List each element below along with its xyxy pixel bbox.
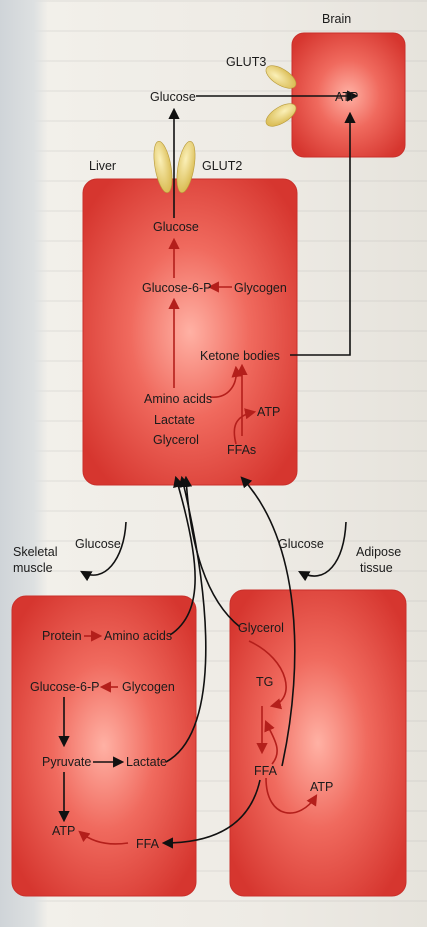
- lactate-to-liver-arrow: [165, 475, 207, 763]
- muscle-glucose6p-label: Glucose-6-P: [30, 680, 99, 694]
- glycerol-to-liver-arrow: [180, 475, 241, 628]
- muscle-lactate-label: Lactate: [126, 755, 167, 769]
- liver-amino-acids-label: Amino acids: [144, 392, 212, 406]
- glut2-transporter-icon: [153, 141, 196, 193]
- muscle-glucose-in-label: Glucose: [75, 537, 121, 551]
- liver-ketone-bodies-label: Ketone bodies: [200, 349, 280, 363]
- ffa-to-tg-arrow: [264, 719, 278, 765]
- adipose-atp-label: ATP: [310, 780, 333, 794]
- muscle-atp-label: ATP: [52, 824, 75, 838]
- muscle-amino-acids-label: Amino acids: [104, 629, 172, 643]
- ffa-to-liver-arrow: [240, 476, 296, 767]
- skeletal-title-line2: muscle: [13, 561, 53, 575]
- ffa-to-atp-muscle-arrow: [78, 830, 129, 845]
- ffa-to-muscle-arrow: [161, 779, 261, 849]
- glut3-label: GLUT3: [226, 55, 266, 69]
- brain-glucose-label: Glucose: [150, 90, 196, 104]
- adipose-title-line1: Adipose: [356, 545, 401, 559]
- glut3-transporter-icon: [265, 65, 297, 127]
- adipose-ffa-label: FFA: [254, 764, 278, 778]
- muscle-pyruvate-label: Pyruvate: [42, 755, 91, 769]
- liver-glycogen-label: Glycogen: [234, 281, 287, 295]
- muscle-ffa-label: FFA: [136, 837, 160, 851]
- skeletal-muscle-box: [11, 595, 197, 897]
- muscle-protein-label: Protein: [42, 629, 82, 643]
- adipose-glucose-in-label: Glucose: [278, 537, 324, 551]
- liver-ffas-label: FFAs: [227, 443, 256, 457]
- adipose-box: [229, 589, 407, 897]
- glycerol-to-tg-arrow: [248, 640, 287, 710]
- muscle-glycogen-label: Glycogen: [122, 680, 175, 694]
- brain-atp-label: ATP: [335, 90, 358, 104]
- adipose-title-line2: tissue: [360, 561, 393, 575]
- adipose-glucose-uptake-arrow: [298, 521, 347, 582]
- muscle-glucose-uptake-arrow: [80, 521, 127, 582]
- liver-glucose-label: Glucose: [153, 220, 199, 234]
- amino-acids-to-ketone-arrow: [209, 365, 243, 398]
- liver-atp-label: ATP: [257, 405, 280, 419]
- brain-title: Brain: [322, 12, 351, 26]
- ffa-to-atp-adipose-arrow: [265, 777, 318, 814]
- glut2-label: GLUT2: [202, 159, 242, 173]
- liver-title: Liver: [89, 159, 116, 173]
- liver-lactate-label: Lactate: [154, 413, 195, 427]
- ffas-to-atp-arrow: [233, 408, 257, 445]
- amino-acids-to-liver-arrow: [169, 475, 196, 636]
- liver-glucose6p-label: Glucose-6-P: [142, 281, 211, 295]
- liver-glycerol-label: Glycerol: [153, 433, 199, 447]
- adipose-glycerol-label: Glycerol: [238, 621, 284, 635]
- skeletal-title-line1: Skeletal: [13, 545, 57, 559]
- adipose-tg-label: TG: [256, 675, 273, 689]
- ketone-to-brain-arrow: [290, 111, 356, 356]
